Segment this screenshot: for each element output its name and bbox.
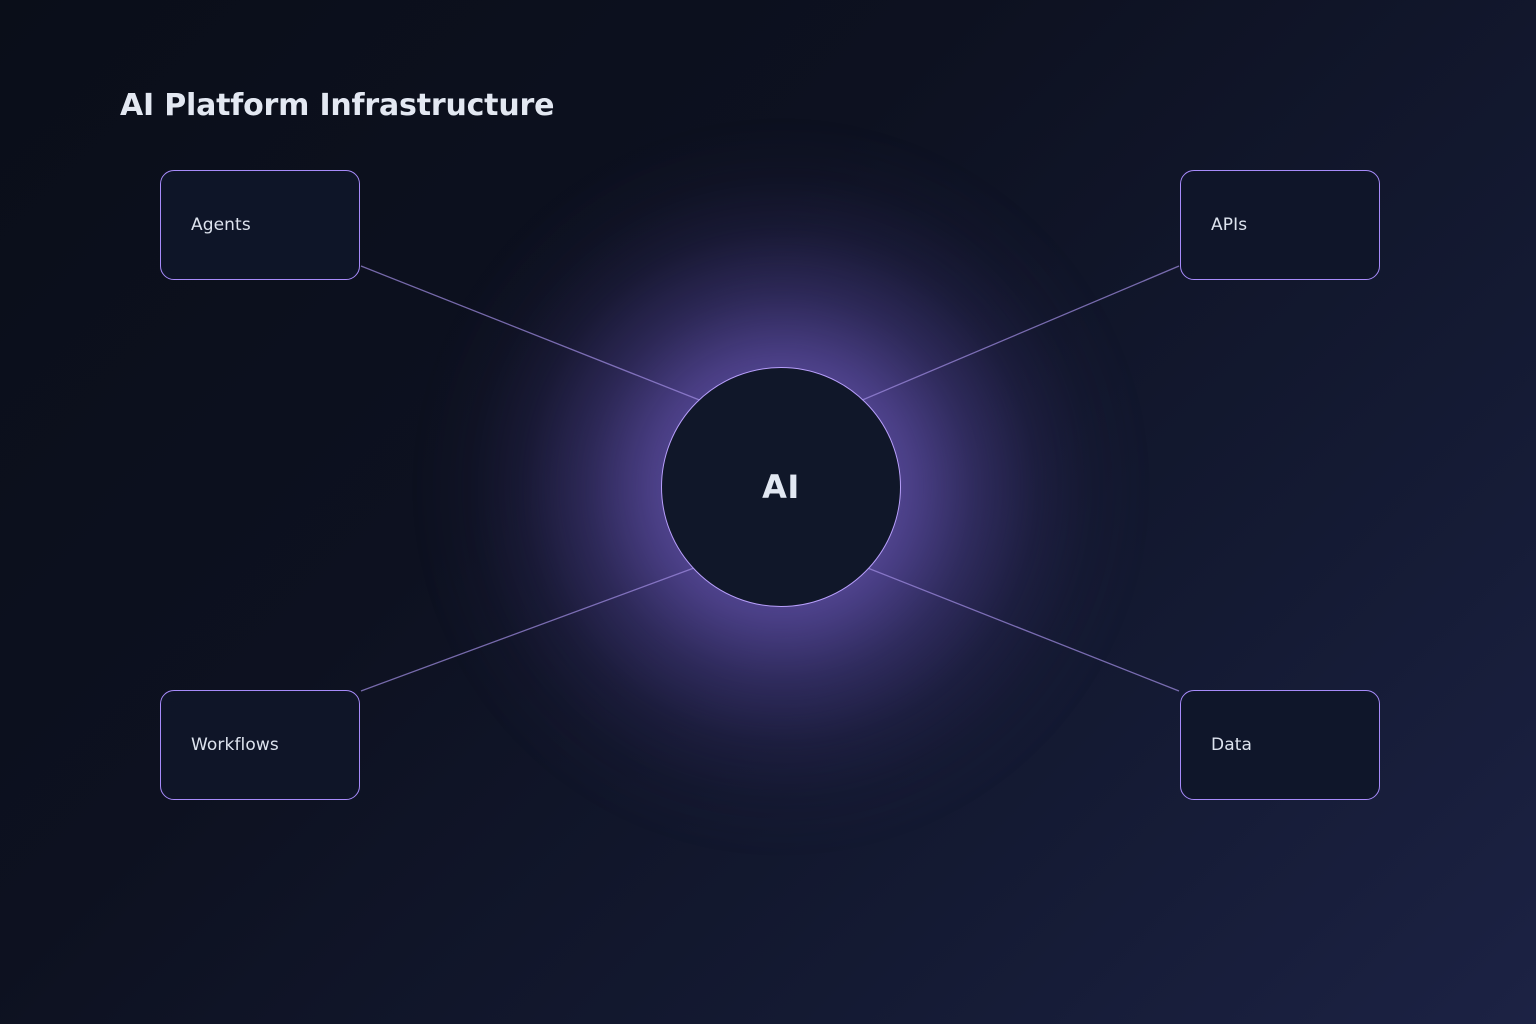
node-apis-label: APIs [1211,215,1248,235]
node-agents-label: Agents [191,215,251,235]
node-workflows-label: Workflows [191,735,279,755]
node-data[interactable]: Data [1180,690,1380,800]
node-apis[interactable]: APIs [1180,170,1380,280]
node-agents[interactable]: Agents [160,170,360,280]
edge-agents-to-hub [360,265,703,402]
hub-node-label: AI [762,468,800,506]
hub-node-ai[interactable]: AI [661,367,901,607]
page-title: AI Platform Infrastructure [120,88,555,123]
edge-apis-to-hub [859,265,1180,402]
node-data-label: Data [1211,735,1252,755]
edge-workflows-to-hub [360,564,703,692]
edge-data-to-hub [859,564,1180,692]
node-workflows[interactable]: Workflows [160,690,360,800]
